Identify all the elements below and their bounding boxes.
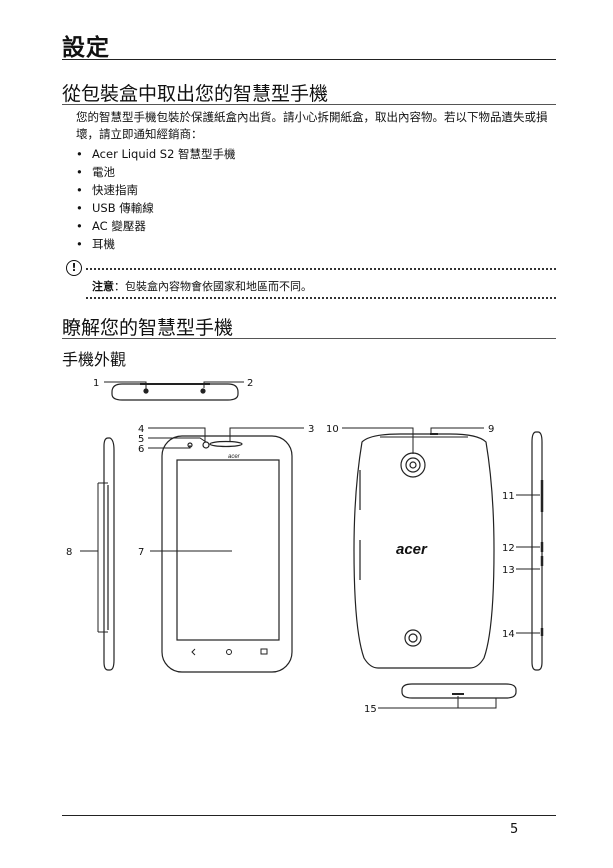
section-title: 設定 [62, 35, 110, 61]
back-logo: acer [396, 541, 428, 558]
list-item: 耳機 [76, 235, 236, 253]
callout-11: 11 [502, 491, 515, 502]
list-item: USB 傳輸線 [76, 199, 236, 217]
rear-camera-icon [400, 452, 426, 478]
light-sensor-icon [202, 441, 210, 449]
unpack-heading-rule [62, 104, 556, 105]
callout-3: 3 [308, 424, 314, 435]
note-divider-bottom [86, 297, 556, 299]
footer-rule [62, 815, 556, 816]
callout-4: 4 [138, 424, 144, 435]
phone-right-side-view [531, 431, 543, 671]
list-item: 快速指南 [76, 181, 236, 199]
callout-6: 6 [138, 444, 144, 455]
title-rule [62, 59, 556, 60]
phone-bottom-view [401, 683, 517, 699]
phone-screen [176, 459, 280, 641]
note-divider-top [86, 268, 556, 270]
list-item: Acer Liquid S2 智慧型手機 [76, 145, 236, 163]
callout-1: 1 [93, 378, 99, 389]
callout-14: 14 [502, 629, 515, 640]
callout-12: 12 [502, 543, 515, 554]
callout-15: 15 [364, 704, 377, 715]
callout-10: 10 [326, 424, 339, 435]
callout-9: 9 [488, 424, 494, 435]
know-phone-heading: 瞭解您的智慧型手機 [62, 317, 234, 339]
callout-7: 7 [138, 547, 144, 558]
phone-left-side-view [103, 437, 115, 671]
phone-front-view [161, 435, 293, 673]
callout-13: 13 [502, 565, 515, 576]
callout-5: 5 [138, 434, 144, 445]
exclamation-circle-icon: ! [66, 260, 82, 276]
phone-back-view [353, 433, 495, 669]
page-number: 5 [510, 822, 519, 837]
list-item: AC 變壓器 [76, 217, 236, 235]
phone-views-subheading: 手機外觀 [62, 350, 127, 369]
unpack-heading: 從包裝盒中取出您的智慧型手機 [62, 83, 329, 105]
power-button-icon [200, 388, 206, 394]
callout-8: 8 [66, 547, 72, 558]
callout-2: 2 [247, 378, 253, 389]
note-label: 注意 [92, 280, 114, 293]
unpack-paragraph: 您的智慧型手機包裝於保護紙盒內出貨。請小心拆開紙盒，取出內容物。若以下物品遺失或… [76, 110, 548, 141]
front-logo: acer [228, 454, 241, 460]
note-body: ：包裝盒內容物會依國家和地區而不同。 [114, 280, 312, 293]
box-contents-list: Acer Liquid S2 智慧型手機 電池 快速指南 USB 傳輸線 AC … [76, 145, 236, 253]
know-phone-heading-rule [62, 338, 556, 339]
note-text: 注意：包裝盒內容物會依國家和地區而不同。 [92, 278, 312, 294]
phone-diagram: acer acer 1 2 3 4 5 6 7 8 9 10 11 1 [66, 378, 544, 715]
phone-top-view [111, 383, 239, 401]
headset-jack-icon [143, 388, 149, 394]
speaker-icon [404, 629, 422, 647]
list-item: 電池 [76, 163, 236, 181]
